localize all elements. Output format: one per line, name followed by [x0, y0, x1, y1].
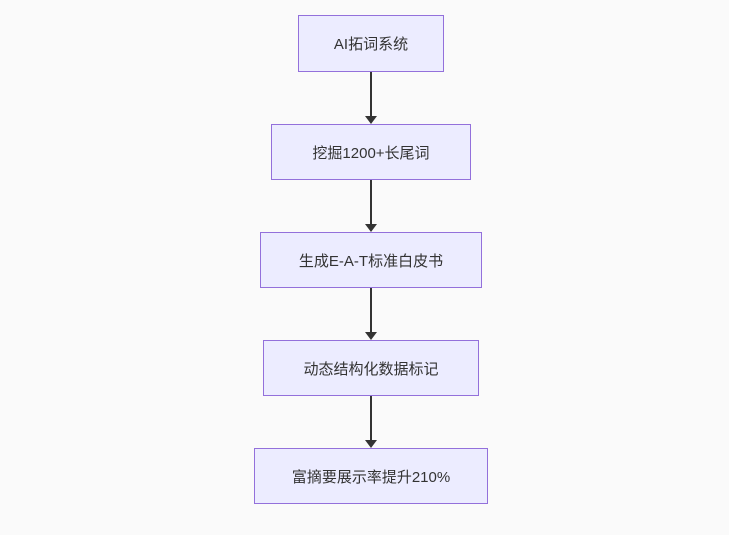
arrowhead-down-icon [365, 116, 377, 124]
arrowhead-down-icon [365, 440, 377, 448]
flow-node-label: 挖掘1200+长尾词 [312, 144, 430, 162]
edge-connector-c-d [365, 288, 377, 340]
edge-line [370, 180, 372, 225]
flowchart-column: AI拓词系统 挖掘1200+长尾词 生成E-A-T标准白皮书 动态结构化数据标记 [254, 15, 488, 504]
arrowhead-down-icon [365, 224, 377, 232]
flow-node-label: AI拓词系统 [333, 36, 409, 53]
edge-line [370, 72, 372, 117]
edge-connector-b-c [365, 180, 377, 232]
edge-line [370, 396, 372, 441]
flow-node-label: 生成E-A-T标准白皮书 [298, 252, 444, 270]
edge-connector-a-b [365, 72, 377, 124]
edge-line [370, 288, 372, 333]
arrowhead-down-icon [365, 332, 377, 340]
flow-node-label: 富摘要展示率提升210% [291, 468, 451, 486]
flow-node-rich-snippet-result: 富摘要展示率提升210% [254, 448, 488, 504]
flow-node-ai-keyword-system: AI拓词系统 [298, 15, 444, 72]
flow-node-label: 动态结构化数据标记 [303, 360, 439, 378]
flow-node-eat-whitepaper: 生成E-A-T标准白皮书 [260, 232, 482, 288]
flow-node-structured-data-markup: 动态结构化数据标记 [263, 340, 479, 396]
edge-connector-d-e [365, 396, 377, 448]
flow-node-longtail-mining: 挖掘1200+长尾词 [271, 124, 471, 180]
